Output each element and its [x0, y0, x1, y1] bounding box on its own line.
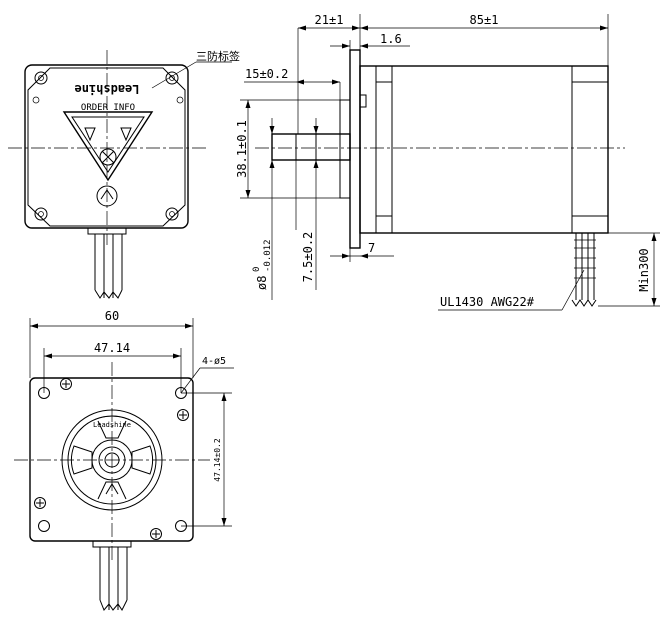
- shaft: [271, 133, 351, 161]
- side-view: 21±1 85±1 1.6 15±0.2 38.1±0.1 ø8 0 -0.01…: [235, 13, 660, 311]
- label-small-text: ORDER INFO: [81, 103, 135, 113]
- dim-holes: 4-ø5: [202, 356, 226, 367]
- dim-38-1: 38.1±0.1: [235, 120, 249, 178]
- svg-text:ø8: ø8: [255, 276, 269, 290]
- svg-text:-0.012: -0.012: [263, 239, 273, 272]
- dim-21: 21±1: [315, 13, 344, 27]
- dim-85: 85±1: [470, 13, 499, 27]
- boss: [339, 99, 351, 199]
- lead-wires: [571, 233, 597, 307]
- motor-body: [359, 65, 609, 234]
- front-view: Leadshine 60 47.14 47.14±0.2 4-ø5: [14, 309, 234, 611]
- cable-front: [92, 540, 132, 611]
- dim-shaft-dia: ø8 0 -0.012: [252, 239, 273, 290]
- lead-wire-spec: UL1430 AWG22#: [440, 295, 535, 309]
- dim-60: 60: [105, 309, 119, 323]
- end-view-top: Leadshine ORDER INFO 三防标签: [8, 49, 240, 299]
- dim-47-14-h: 47.14: [94, 341, 130, 355]
- label-brand: Leadshine: [74, 82, 139, 96]
- svg-text:0: 0: [252, 267, 262, 272]
- dim-min300: Min300: [637, 248, 651, 291]
- label-note: 三防标签: [196, 49, 240, 63]
- dim-47-14-v: 47.14±0.2: [213, 438, 222, 482]
- front-flange: [29, 377, 194, 542]
- label-triangle: ORDER INFO: [62, 103, 154, 182]
- mounting-holes: [34, 378, 189, 540]
- dim-7-5: 7.5±0.2: [301, 232, 315, 283]
- flange-plate: [349, 49, 361, 249]
- dim-15: 15±0.2: [245, 67, 288, 81]
- dim-1-6: 1.6: [380, 32, 402, 46]
- dim-7: 7: [368, 241, 375, 255]
- cable-top: [87, 227, 127, 299]
